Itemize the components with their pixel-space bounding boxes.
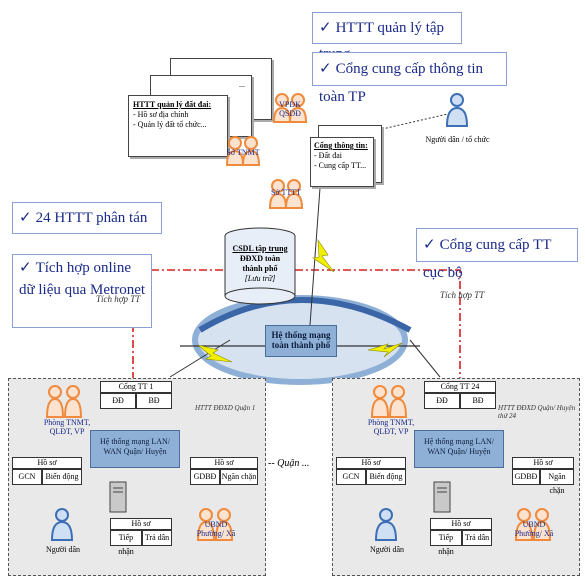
right-hoso-left: Hồ sơ: [336, 457, 406, 469]
left-system-label: HTTT ĐĐXD Quận 1: [195, 404, 256, 412]
database-label: CSDL tập trung ĐĐXD toàn thành phố [Lưu …: [232, 244, 288, 283]
land-system-item: - Hồ sơ địa chính: [133, 110, 189, 119]
right-ubnd-label: UBND Phường/ Xã: [514, 520, 554, 538]
middle-districts-label: -- Quận ...: [268, 458, 310, 469]
portal-card: Cổng thông tin: - Đất đai - Cung cấp TT.…: [310, 137, 374, 187]
land-system-card: HTTT quản lý đất đai: - Hồ sơ địa chính …: [128, 95, 228, 157]
citizen-org-label: Người dân / tổ chức: [425, 135, 490, 144]
left-citizen-label: Người dân: [45, 545, 81, 554]
citizen-person-icon: [50, 508, 74, 541]
integration-label-right: Tích hợp TT: [440, 290, 485, 300]
citizen-person-icon: [445, 93, 469, 127]
right-bd: BĐ: [460, 393, 496, 409]
portal-title: Cổng thông tin:: [314, 141, 368, 150]
link-left-gateway: [169, 339, 231, 378]
left-gateway: Cổng TT 1: [100, 381, 172, 393]
server-icon: [433, 481, 451, 513]
database-cylinder: [224, 227, 296, 305]
ubnd-group-icon: [514, 508, 552, 541]
right-citizen-label: Người dân: [369, 545, 405, 554]
left-tiepnhan: Tiếp nhận: [110, 530, 142, 556]
left-bd: BĐ: [136, 393, 172, 409]
agency-so-tttt: Sở TTTT: [270, 188, 302, 197]
left-gcn: GCN: [12, 469, 42, 485]
right-gdbd: GDBĐ: [512, 469, 540, 485]
link-right-gateway: [409, 339, 441, 378]
callout-portal-local: ✓Cổng cung cấp TT cục bộ: [416, 228, 578, 281]
right-system-label: HTTT ĐĐXD Quận/ Huyện thứ 24: [498, 404, 576, 420]
server-icon: [109, 481, 127, 513]
integration-label-left: Tích hợp TT: [96, 294, 141, 304]
agency-vpdk: VPĐK QSDĐ: [279, 100, 301, 118]
integration-line-left: [132, 269, 230, 380]
person-group-icon: [268, 179, 304, 209]
left-biendong: Biến động: [42, 469, 82, 485]
left-gdbd: GDBĐ: [190, 469, 220, 485]
link-citizen-portal: [377, 112, 453, 131]
integration-line-right: [295, 269, 461, 380]
right-dd: ĐĐ: [424, 393, 460, 409]
right-biendong: Biến động: [366, 469, 406, 485]
left-dd: ĐĐ: [100, 393, 136, 409]
left-hoso-bottom: Hồ sơ: [110, 518, 172, 530]
lightning-bolt-right: [367, 342, 403, 358]
right-nganchan: Ngăn chặn: [540, 469, 574, 495]
right-hoso-bottom: Hồ sơ: [430, 518, 492, 530]
link-portal: [309, 187, 321, 326]
callout-online-integration: ✓Tích hợp online dữ liệu qua Metronet: [12, 254, 152, 328]
callout-distributed: ✓24 HTTT phân tán: [12, 202, 162, 234]
lightning-bolt-left: [197, 344, 233, 363]
right-hoso-right: Hồ sơ: [512, 457, 574, 469]
ubnd-group-icon: [196, 508, 234, 541]
right-lan-box: Hệ thống mạng LAN/ WAN Quận/ Huyện: [414, 430, 504, 468]
office-group-icon: [45, 385, 83, 418]
city-network-box: Hệ thống mạng toàn thành phố: [265, 325, 337, 357]
callout-centralized: ✓HTTT quản lý tập trung: [312, 12, 462, 62]
right-gcn: GCN: [336, 469, 366, 485]
lightning-bolt-top: [312, 238, 335, 273]
left-hoso-left: Hồ sơ: [12, 457, 82, 469]
person-group-icon: [225, 136, 261, 166]
network-arc: [198, 297, 412, 333]
left-ubnd-label: UBND Phường/ Xã: [196, 520, 236, 538]
right-tiepnhan: Tiếp nhận: [430, 530, 462, 556]
left-traloi: Trả dân: [142, 530, 172, 546]
right-gateway: Cổng TT 24: [424, 381, 496, 393]
left-office-label: Phòng TNMT, QLĐT, VP: [43, 418, 91, 436]
portal-item: - Đất đai: [314, 151, 342, 160]
left-nganchan: Ngăn chặn: [220, 469, 258, 485]
right-traloi: Trả dân: [462, 530, 492, 546]
agency-so-tnmt: Sở TNMT: [226, 148, 260, 157]
right-office-label: Phòng TNMT, QLĐT, VP: [367, 418, 415, 436]
land-system-title: HTTT quản lý đất đai:: [133, 100, 212, 109]
left-lan-box: Hệ thống mạng LAN/ WAN Quận/ Huyện: [90, 430, 180, 468]
portal-item: - Cung cấp TT...: [314, 161, 367, 170]
office-group-icon: [370, 385, 408, 418]
citizen-person-icon: [374, 508, 398, 541]
left-hoso-right: Hồ sơ: [190, 457, 258, 469]
callout-portal-city: ✓Cổng cung cấp thông tin toàn TP: [312, 52, 507, 105]
person-group-icon: [272, 93, 308, 123]
land-system-item: - Quản lý đất tổ chức...: [133, 120, 207, 129]
